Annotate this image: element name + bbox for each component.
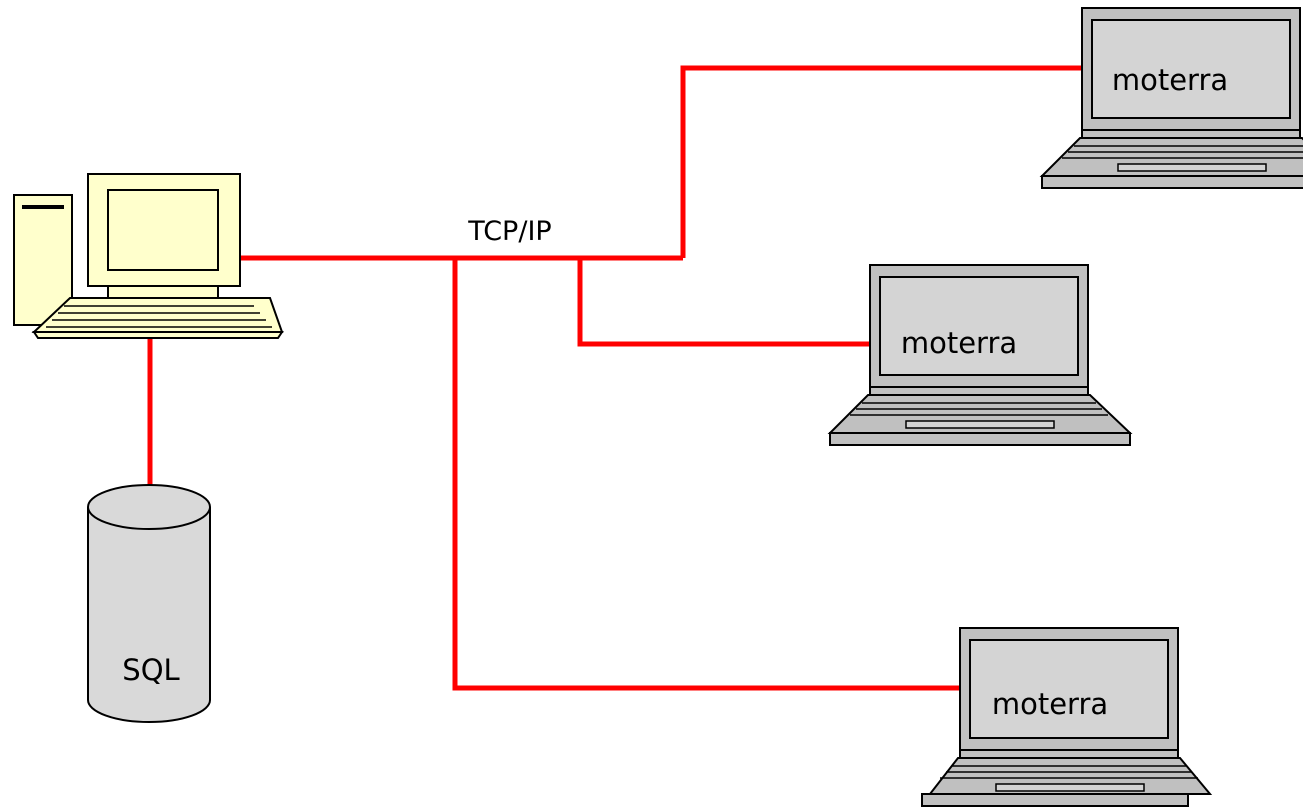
laptop-2-screen — [879, 276, 1079, 376]
network-label: TCP/IP — [467, 216, 551, 247]
laptop-3-base-edge — [921, 793, 1189, 807]
laptop-1 — [1039, 7, 1303, 189]
database-label: SQL — [122, 653, 179, 687]
desktop-drive-slot — [22, 205, 64, 209]
laptop-3 — [921, 627, 1213, 807]
connection-to-laptop-1 — [680, 65, 1083, 258]
laptop-1-label: moterra — [1112, 63, 1228, 97]
connections — [147, 65, 1083, 691]
desktop-screen — [107, 189, 219, 271]
laptop-3-keyboard — [959, 749, 1179, 759]
database-cylinder — [87, 484, 211, 723]
laptop-1-keyboard — [1081, 129, 1301, 139]
desktop-keyboard-edge — [32, 331, 284, 339]
laptop-2 — [827, 264, 1133, 446]
laptop-1-screen — [1091, 19, 1291, 119]
desktop-tower — [13, 194, 73, 326]
database-top — [87, 484, 211, 530]
connection-to-laptop-2 — [577, 258, 870, 347]
laptop-3-screen — [969, 639, 1169, 739]
database-body — [87, 507, 211, 723]
laptop-2-keyboard — [869, 386, 1089, 396]
laptop-3-label: moterra — [992, 687, 1108, 721]
connection-to-laptop-3 — [452, 258, 960, 691]
laptop-1-base-edge — [1041, 175, 1303, 189]
desktop-monitor-base — [107, 285, 219, 299]
laptop-2-label: moterra — [901, 326, 1017, 360]
desktop-computer — [13, 173, 284, 339]
laptop-2-base-edge — [829, 432, 1131, 446]
